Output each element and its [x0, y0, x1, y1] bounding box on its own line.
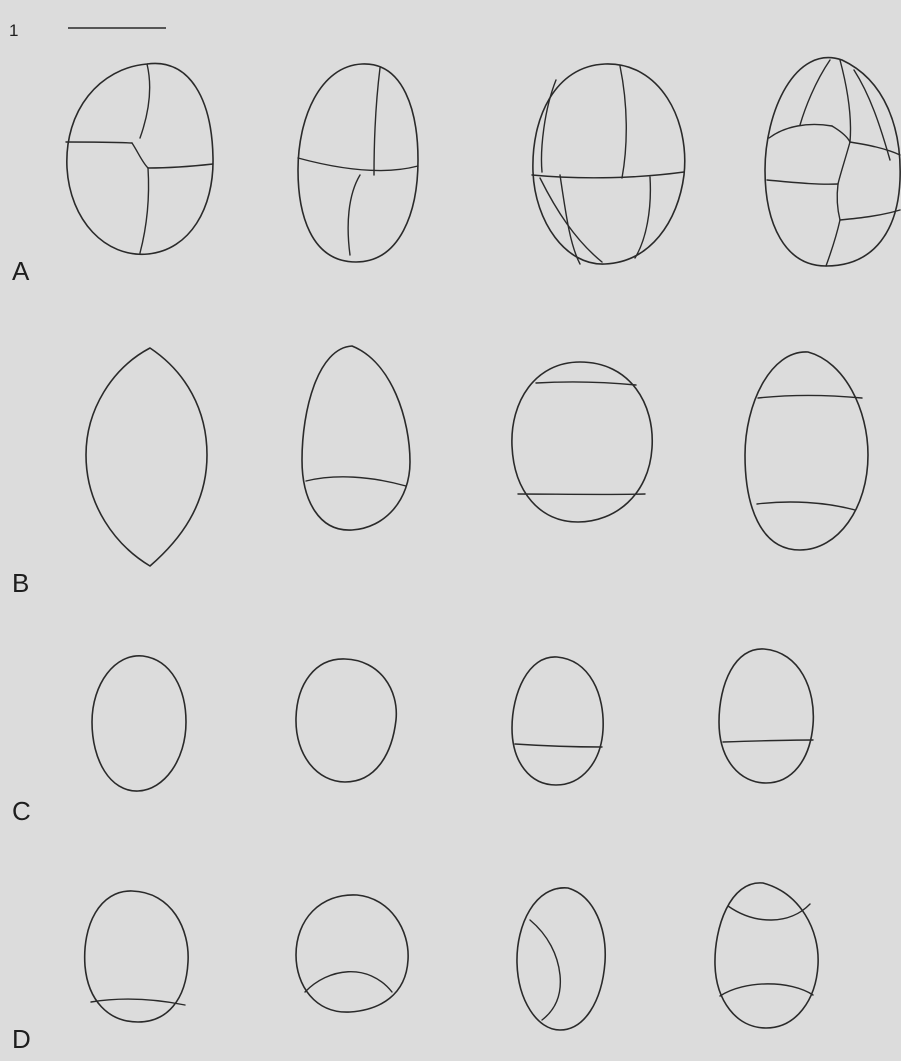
row-a-label: A [12, 256, 30, 286]
specimen-c2 [296, 659, 396, 782]
row-b-label: B [12, 568, 29, 598]
specimen-a4 [765, 58, 900, 266]
specimen-a3 [532, 64, 685, 264]
specimen-a1 [66, 63, 213, 254]
specimen-b3 [512, 362, 652, 522]
row-a: A [12, 58, 900, 286]
row-c-label: C [12, 796, 31, 826]
scale-bar-label: 1 [9, 21, 18, 40]
specimen-c1 [92, 656, 186, 791]
specimen-b2 [302, 346, 410, 530]
specimen-d1 [85, 891, 188, 1022]
specimen-d3 [517, 888, 605, 1030]
specimen-b4 [745, 352, 868, 550]
specimen-d4 [715, 883, 818, 1028]
specimen-c3 [512, 657, 603, 785]
row-b: B [12, 346, 868, 598]
specimen-c4 [719, 649, 813, 783]
row-c: C [12, 649, 813, 826]
specimen-a2 [298, 64, 418, 262]
row-d-label: D [12, 1024, 31, 1054]
scale-bar: 1 [9, 21, 166, 40]
specimen-b1 [86, 348, 207, 566]
specimen-d2 [296, 895, 408, 1012]
row-d: D [12, 883, 818, 1054]
